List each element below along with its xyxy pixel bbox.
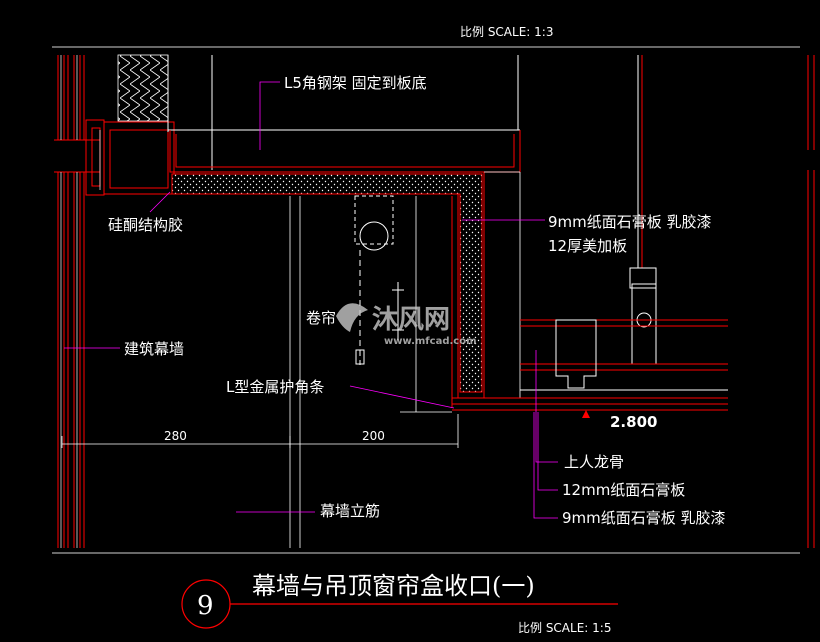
elevation-value: 2.800 xyxy=(610,413,657,431)
label-silicone: 硅酮结构胶 xyxy=(108,216,183,234)
dimension-200: 200 xyxy=(362,429,385,443)
leader-lines xyxy=(64,81,558,519)
curtain-wall-left xyxy=(54,55,175,548)
dimension-280: 280 xyxy=(164,429,187,443)
label-gypsum-9mm-bottom: 9mm纸面石膏板 乳胶漆 xyxy=(562,509,726,527)
watermark: 沐风网 www.mfcad.com xyxy=(336,303,477,347)
label-board-12mm: 12厚美加板 xyxy=(548,237,627,255)
curtain-wall-white-lines xyxy=(60,55,101,548)
elevation-marker xyxy=(582,410,590,418)
label-l-corner: L型金属护角条 xyxy=(226,378,324,396)
label-gypsum-12mm: 12mm纸面石膏板 xyxy=(562,481,685,499)
frame-lines xyxy=(52,46,800,554)
watermark-brand: 沐风网 xyxy=(372,305,450,335)
insulation-panel xyxy=(117,54,169,122)
curtain-roller xyxy=(354,195,404,365)
label-mullion: 幕墙立筋 xyxy=(320,502,380,520)
ceiling-structure xyxy=(167,55,521,173)
drawing-title: 幕墙与吊顶窗帘盒收口(一) xyxy=(252,572,535,600)
ceiling-grid xyxy=(452,55,728,411)
label-angle-steel: L5角钢架 固定到板底 xyxy=(284,74,427,92)
dimension-line xyxy=(61,414,459,448)
label-gypsum-9mm-top: 9mm纸面石膏板 乳胶漆 xyxy=(548,213,712,231)
label-curtain: 卷帘 xyxy=(306,309,336,327)
curtain-wall-right xyxy=(807,55,815,548)
scale-top: 比例 SCALE: 1:3 xyxy=(460,25,553,39)
interior-lines xyxy=(289,171,521,548)
hatched-board xyxy=(171,173,483,393)
scale-bottom: 比例 SCALE: 1:5 xyxy=(518,621,611,635)
label-building-curtain-wall: 建筑幕墙 xyxy=(124,340,184,358)
detail-number: 9 xyxy=(197,591,214,621)
watermark-logo-icon xyxy=(336,303,368,332)
label-keel: 上人龙骨 xyxy=(564,453,624,471)
watermark-url: www.mfcad.com xyxy=(384,336,477,347)
